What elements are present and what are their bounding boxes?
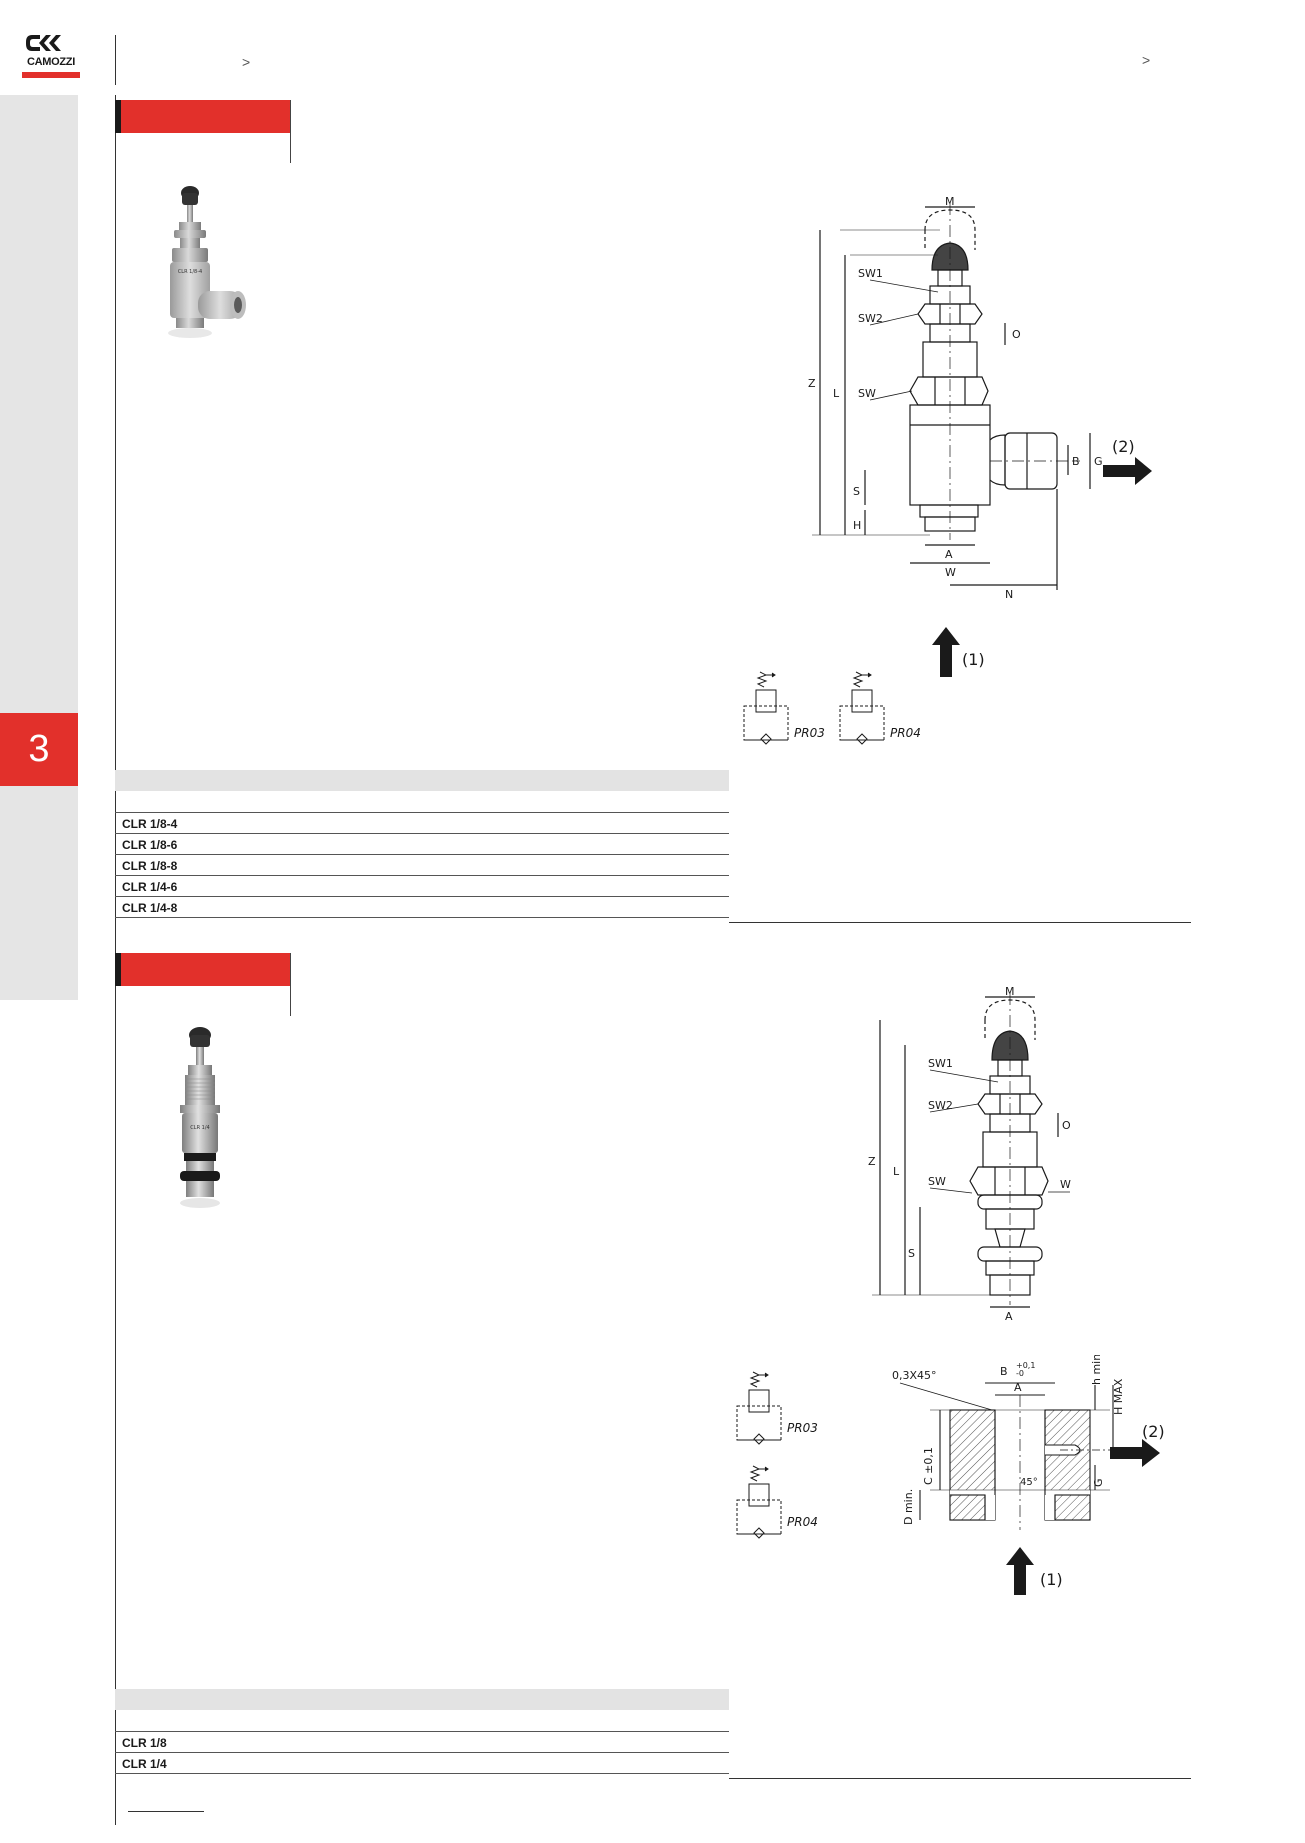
s2-seat-Dmin: D min.: [902, 1489, 915, 1525]
s2-seat-45: 45°: [1020, 1477, 1038, 1488]
table-row: CLR 1/8: [115, 1732, 729, 1753]
s1-dim-W: W: [945, 566, 956, 579]
breadcrumb-separator-left[interactable]: >: [242, 54, 251, 70]
s1-schematic-label-PR04: PR04: [890, 726, 921, 740]
s2-seat-G: G: [1092, 1478, 1105, 1487]
section1-product-image: CLR 1/8-4: [150, 185, 260, 355]
s1-flow-in: (1): [962, 650, 985, 669]
table-row: CLR 1/4: [115, 1753, 729, 1774]
s1-dim-H: H: [853, 519, 861, 532]
s2-dim-SW: SW: [928, 1175, 946, 1188]
brand-logo: CAMOZZI: [20, 32, 82, 80]
table-row: CLR 1/4-6: [115, 876, 729, 897]
s2-seat-Hmax: H MAX: [1112, 1378, 1125, 1415]
s1-dim-B: B: [1072, 455, 1080, 468]
section1-title-tab: [115, 100, 291, 133]
table-row: CLR 1/8-8: [115, 855, 729, 876]
s1-dim-SW2: SW2: [858, 312, 883, 325]
s1-dim-S: S: [853, 485, 860, 498]
table-row: CLR 1/4-8: [115, 897, 729, 918]
table-row: CLR 1/8-6: [115, 834, 729, 855]
s1-dim-M: M: [945, 195, 955, 208]
section2-product-print: CLR 1/4: [190, 1125, 209, 1131]
section2-title-tab: [115, 953, 291, 986]
sidebar: [0, 95, 78, 1000]
s2-flow-in: (1): [1040, 1570, 1063, 1589]
s1-dim-N: N: [1005, 588, 1013, 601]
s1-dim-Z: Z: [808, 377, 816, 390]
section1-table: CLR 1/8-4 CLR 1/8-6 CLR 1/8-8 CLR 1/4-6 …: [115, 770, 729, 918]
section2-tab-rule: [290, 953, 291, 1016]
s2-dim-L: L: [893, 1165, 900, 1178]
section1-schematic-PR03: PR03: [742, 670, 837, 745]
s2-dim-SW2: SW2: [928, 1099, 953, 1112]
s2-dim-S: S: [908, 1247, 915, 1260]
section2-schematic-PR04: PR04: [735, 1464, 830, 1539]
s2-seat-chamfer: 0,3X45°: [892, 1369, 937, 1382]
section1-dimension-drawing: M SW1 SW2 O SW Z L S H A W N B G (2) (1): [790, 195, 1190, 685]
section2-product-image: CLR 1/4: [160, 1025, 240, 1215]
s1-dim-A: A: [945, 548, 953, 561]
section2-table-subheader: [115, 1710, 729, 1732]
s2-flow-out: (2): [1142, 1422, 1165, 1441]
s2-schematic-label-PR04: PR04: [787, 1515, 818, 1529]
s1-dim-O: O: [1012, 328, 1021, 341]
s2-dim-A: A: [1005, 1310, 1013, 1323]
s2-seat-B: B: [1000, 1365, 1008, 1378]
s2-dim-M: M: [1005, 985, 1015, 998]
chapter-tab[interactable]: 3: [0, 713, 78, 786]
s2-dim-SW1: SW1: [928, 1057, 953, 1070]
s1-schematic-label-PR03: PR03: [794, 726, 825, 740]
s1-dim-SW: SW: [858, 387, 876, 400]
s2-dim-W: W: [1060, 1178, 1071, 1191]
s1-dim-G: G: [1094, 455, 1103, 468]
s2-seat-B-tol-down: -0: [1016, 1369, 1024, 1378]
camozzi-logo-icon: [26, 35, 61, 51]
section1-tab-rule: [290, 100, 291, 163]
section1-bottom-rule: [729, 922, 1191, 923]
s1-dim-SW1: SW1: [858, 267, 883, 280]
s2-dim-Z: Z: [868, 1155, 876, 1168]
brand-underline: [22, 72, 80, 78]
section1-product-print: CLR 1/8-4: [178, 269, 202, 275]
table-row: CLR 1/8-4: [115, 813, 729, 834]
s2-dim-O: O: [1062, 1119, 1071, 1132]
s1-dim-L: L: [833, 387, 840, 400]
section1-table-header: [115, 770, 729, 791]
section2-bottom-rule: [729, 1778, 1191, 1779]
s2-seat-A: A: [1014, 1381, 1022, 1394]
footer-rule: [128, 1811, 204, 1812]
section2-seat-drawing: 0,3X45° B +0,1 -0 A h min H MAX C ±0,1 D…: [880, 1354, 1190, 1605]
brand-name: CAMOZZI: [26, 56, 75, 68]
section2-table: CLR 1/8 CLR 1/4: [115, 1689, 729, 1774]
header-divider: [115, 35, 116, 85]
s2-schematic-label-PR03: PR03: [787, 1421, 818, 1435]
s2-seat-B-tol-up: +0,1: [1016, 1361, 1035, 1370]
s2-seat-hmin: h min: [1090, 1355, 1103, 1385]
section2-dimension-drawing: M SW1 SW2 O Z L SW W S A: [860, 985, 1090, 1335]
section1-table-subheader: [115, 791, 729, 813]
section2-table-header: [115, 1689, 729, 1710]
breadcrumb-separator-right[interactable]: >: [1142, 52, 1151, 68]
s1-flow-out: (2): [1112, 437, 1135, 456]
section2-schematic-PR03: PR03: [735, 1370, 830, 1445]
s2-seat-C: C ±0,1: [922, 1447, 935, 1485]
section1-schematic-PR04: PR04: [838, 670, 933, 745]
